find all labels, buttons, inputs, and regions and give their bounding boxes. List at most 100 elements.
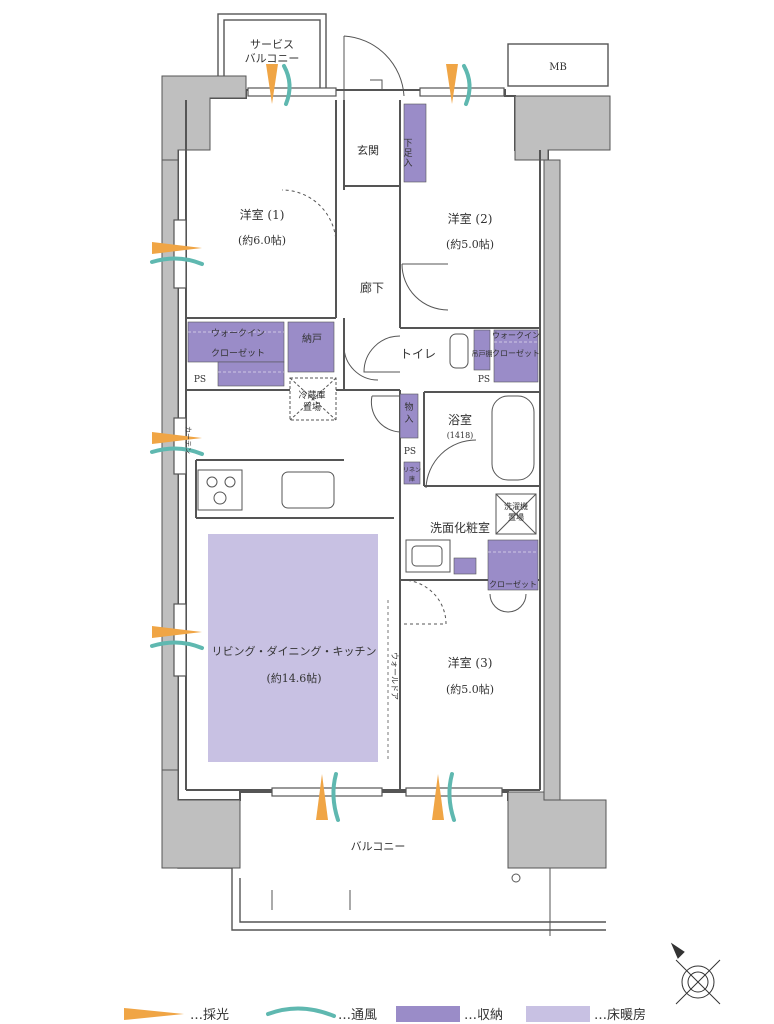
wic1-storage-low xyxy=(217,361,285,387)
wind-marker-room2 xyxy=(462,64,472,106)
door-room1 xyxy=(281,189,337,245)
service-balcony-label-1: サービス xyxy=(250,38,294,51)
linen2-label-1: リネン xyxy=(403,467,421,474)
light-legend-icon xyxy=(124,1008,184,1020)
column-bottom-right xyxy=(507,791,607,869)
wind-marker-ldk-bottom xyxy=(331,772,340,822)
hall-label: 廊下 xyxy=(360,280,384,295)
door-nando xyxy=(343,345,379,381)
washer-label-1: 洗濯機 xyxy=(504,501,528,511)
entry-door xyxy=(343,35,405,100)
light-marker-room3 xyxy=(432,774,444,820)
toilet-label: トイレ xyxy=(400,347,436,361)
wind-marker-service xyxy=(282,64,292,106)
door-room2 xyxy=(401,263,449,311)
linen-storage xyxy=(473,329,491,371)
washer-label-2: 置場 xyxy=(508,512,524,522)
ldk-size: (約14.6帖) xyxy=(266,671,321,685)
column-bottom-left xyxy=(161,769,241,869)
bedroom3-size: (約5.0帖) xyxy=(446,682,494,696)
ldk-name: リビング・ダイニング・キッチン xyxy=(212,644,377,658)
balcony-label: バルコニー xyxy=(351,840,406,853)
legend: …採光 …通風 …収納 …床暖房 xyxy=(124,1006,646,1023)
linen2-storage xyxy=(403,461,421,485)
balcony-rail xyxy=(239,878,606,923)
legend-floor-heating: …床暖房 xyxy=(594,1007,646,1023)
shoes-label-1: 下 xyxy=(403,139,412,149)
curtain-label: カーテン xyxy=(184,426,192,454)
bedroom1-name: 洋室 (1) xyxy=(240,207,285,222)
ps-label-3: PS xyxy=(404,447,416,457)
bedroom2-name: 洋室 (2) xyxy=(448,211,493,226)
door-stop xyxy=(370,79,383,90)
shoes-label-2: 足 xyxy=(403,148,412,159)
light-marker-ldk-bottom xyxy=(316,774,328,820)
light-marker-ldk xyxy=(152,626,202,638)
ps-label-2: PS xyxy=(478,375,490,385)
bedroom2-size: (約5.0帖) xyxy=(446,237,494,251)
door-closet xyxy=(489,593,527,613)
monoire-label-2: 入 xyxy=(404,414,413,425)
fixtures xyxy=(197,333,537,573)
windows xyxy=(173,87,505,797)
shoes-storage xyxy=(403,103,427,183)
closet-storage xyxy=(487,539,539,591)
wind-marker-room3 xyxy=(447,772,456,822)
linen2-label-2: 庫 xyxy=(409,475,415,483)
wall-door-label: ウォールドア xyxy=(390,652,399,700)
wic2-storage xyxy=(493,329,539,383)
mb-label: MB xyxy=(549,62,567,73)
genkan-label: 玄関 xyxy=(357,143,379,157)
storage-legend-swatch xyxy=(396,1006,460,1022)
closet-label: クローゼット xyxy=(489,579,537,589)
door-monoire xyxy=(370,395,401,433)
door-toilet xyxy=(363,335,401,373)
wic2-label-2: クローゼット xyxy=(492,348,540,358)
wind-markers xyxy=(150,64,472,822)
wind-legend-icon xyxy=(266,1006,336,1018)
column-top-left xyxy=(161,75,247,161)
wall-right xyxy=(543,159,561,801)
fridge-label-1: 冷蔵庫 xyxy=(298,389,325,401)
monoire-label-1: 物 xyxy=(404,401,413,413)
bedroom1-size: (約6.0帖) xyxy=(238,233,286,247)
light-marker-curtain xyxy=(152,432,202,444)
nando-storage xyxy=(287,321,335,373)
wic1-storage xyxy=(187,321,285,363)
light-marker-service xyxy=(266,64,278,104)
column-top-right xyxy=(514,95,611,161)
bedroom3-name: 洋室 (3) xyxy=(448,655,493,670)
floor-heating-legend-swatch xyxy=(526,1006,590,1022)
monoire-storage xyxy=(399,393,419,439)
mb-box xyxy=(507,43,609,87)
door-room3 xyxy=(401,579,447,625)
light-marker-room2 xyxy=(446,64,458,104)
linen-label: 吊戸棚 xyxy=(472,349,493,358)
light-markers xyxy=(152,64,458,820)
ps-label-1: PS xyxy=(194,375,206,385)
wind-marker-ldk xyxy=(150,640,204,650)
wind-marker-room1 xyxy=(150,256,204,266)
nando-label: 納戸 xyxy=(302,332,322,345)
toilet-fixture xyxy=(449,333,469,369)
legend-light: …採光 xyxy=(190,1008,229,1023)
washroom-label: 洗面化粧室 xyxy=(430,520,490,535)
wic1-label-1: ウォークイン xyxy=(211,328,265,339)
storage-shelf-lines xyxy=(188,331,538,553)
service-balcony-label-2: バルコニー xyxy=(245,52,300,65)
bathtub xyxy=(491,395,535,481)
floor-heating-area xyxy=(208,534,378,762)
wic1-label-2: クローゼット xyxy=(211,347,265,359)
shoes-label-3: 入 xyxy=(403,158,412,169)
kitchen-sink xyxy=(281,471,335,509)
bath-name: 浴室 xyxy=(448,412,472,427)
fridge-label-2: 置場 xyxy=(303,401,321,413)
wic2-label-1: ウォークイン xyxy=(492,331,540,340)
legend-storage: …収納 xyxy=(464,1008,503,1023)
door-bath xyxy=(425,439,477,489)
doors xyxy=(281,35,527,625)
wash-storage xyxy=(453,557,477,575)
compass-icon xyxy=(670,942,721,1005)
